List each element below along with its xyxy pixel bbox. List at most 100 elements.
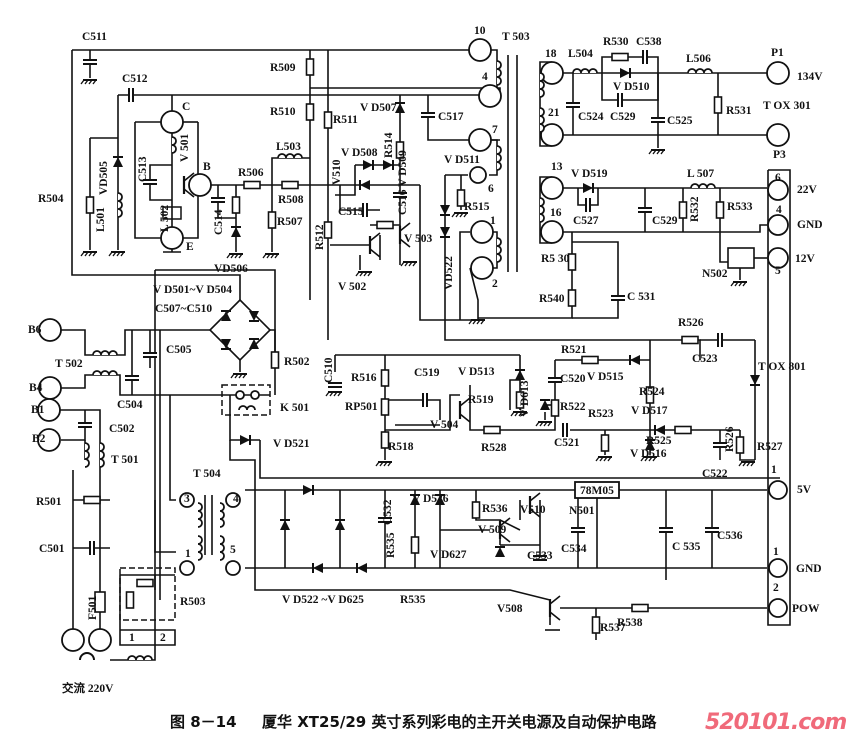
label-t504: T 504 <box>193 468 221 480</box>
capacitor-symbol <box>211 197 225 203</box>
cap-gap <box>422 393 428 407</box>
diode-triangle <box>383 160 393 170</box>
label-c516vd509: C516 V D509 <box>397 150 409 215</box>
diode-symbol <box>440 205 450 216</box>
resistor-symbol <box>380 398 390 416</box>
diode-triangle <box>630 355 640 365</box>
label-p7: 7 <box>492 124 498 136</box>
label-box2: 2 <box>160 632 166 644</box>
resistor-symbol <box>611 52 629 62</box>
resistor-symbol <box>581 355 599 365</box>
resistor-symbol <box>380 431 390 449</box>
transistor-collector <box>529 492 541 502</box>
label-pow: POW <box>792 603 820 615</box>
resistor-symbol <box>323 221 333 239</box>
ground-hatch <box>108 251 113 257</box>
wire <box>385 394 460 431</box>
label-vd519: V D519 <box>571 168 608 180</box>
transistor-symbol <box>368 232 381 258</box>
terminal-pin <box>766 61 790 85</box>
ground-hatch <box>226 253 231 259</box>
ground-icon <box>738 461 755 467</box>
label-v508: V508 <box>497 603 523 615</box>
cap-gap <box>393 192 407 198</box>
resistor-symbol <box>713 96 723 114</box>
diode-triangle <box>231 227 241 237</box>
label-r525: R525 <box>646 435 672 447</box>
transistor-symbol <box>528 492 541 518</box>
diode-triangle <box>440 227 450 237</box>
diode-symbol <box>280 519 290 530</box>
label-vd511: V D511 <box>444 154 480 166</box>
label-c531: C 531 <box>627 291 656 303</box>
diode-symbol <box>303 485 314 495</box>
inductor-coil <box>92 350 118 356</box>
ground-hatch <box>242 373 247 379</box>
label-r524: R524 <box>639 386 665 398</box>
label-r5-30: R5 30 <box>541 253 570 265</box>
wire <box>229 440 551 601</box>
label-r508: R508 <box>278 194 304 206</box>
transistor-collector <box>183 172 195 182</box>
label-vd522: VD522 <box>443 256 455 290</box>
ground-hatch <box>603 456 608 462</box>
capacitor-symbol <box>562 423 568 437</box>
label-v22: 22V <box>797 184 818 196</box>
capacitor-symbol <box>128 88 134 102</box>
label-c510: C510 <box>323 357 335 383</box>
wire <box>183 196 199 239</box>
label-p5b: 5 <box>230 544 236 556</box>
label-r540: R540 <box>539 293 565 305</box>
terminal-pin <box>225 492 241 508</box>
ground-hatch <box>648 149 653 155</box>
label-r531: R531 <box>726 105 752 117</box>
diode-triangle <box>313 563 323 573</box>
ground-hatch <box>387 461 392 467</box>
watermark-logo: 520101.com <box>705 710 846 735</box>
ground-hatch <box>266 253 271 259</box>
terminal-pin <box>160 110 184 134</box>
label-c501: C501 <box>39 543 65 555</box>
label-r514: R514 <box>383 132 395 158</box>
wire <box>169 395 176 501</box>
ground-hatch <box>547 421 552 427</box>
label-vd513: V D513 <box>458 366 495 378</box>
diode-triangle <box>249 339 259 349</box>
label-t502: T 502 <box>55 358 83 370</box>
wire <box>539 61 552 147</box>
label-cp4: 4 <box>776 204 782 216</box>
terminal-pin <box>38 318 62 342</box>
label-reg: 78M05 <box>580 485 614 497</box>
label-r528: R528 <box>481 442 507 454</box>
transistor-symbol <box>458 397 471 423</box>
terminal-pin <box>470 220 494 244</box>
ground-hatch <box>408 261 413 267</box>
label-p13: 13 <box>551 161 563 173</box>
label-tox301: T OX 301 <box>763 100 811 112</box>
ground-hatch <box>463 212 468 218</box>
ground-hatch <box>234 373 239 379</box>
capacitor-symbol <box>571 527 585 533</box>
label-r533: R533 <box>727 201 753 213</box>
inductor-coil <box>277 153 303 159</box>
resistor-symbol <box>380 369 390 387</box>
label-t503: T 503 <box>502 31 530 43</box>
inductor-coil <box>496 145 502 171</box>
ground-hatch <box>742 461 747 467</box>
diode-symbol <box>221 339 231 350</box>
ground-hatch <box>468 319 473 325</box>
label-r537: R537 <box>600 622 626 634</box>
ground-icon <box>355 271 372 277</box>
ground-icon <box>80 79 97 85</box>
resistor-symbol <box>600 434 610 452</box>
resistor-symbol <box>305 58 315 76</box>
inductor-coil <box>539 72 545 98</box>
label-p1b: 1 <box>185 548 191 560</box>
diode-triangle <box>335 520 345 530</box>
cap-gap <box>713 442 727 448</box>
inductor-coil <box>219 502 225 528</box>
resistor-symbol <box>270 351 280 369</box>
label-r519: R519 <box>468 394 494 406</box>
resistor-symbol <box>550 399 560 417</box>
ground-hatch <box>112 251 117 257</box>
